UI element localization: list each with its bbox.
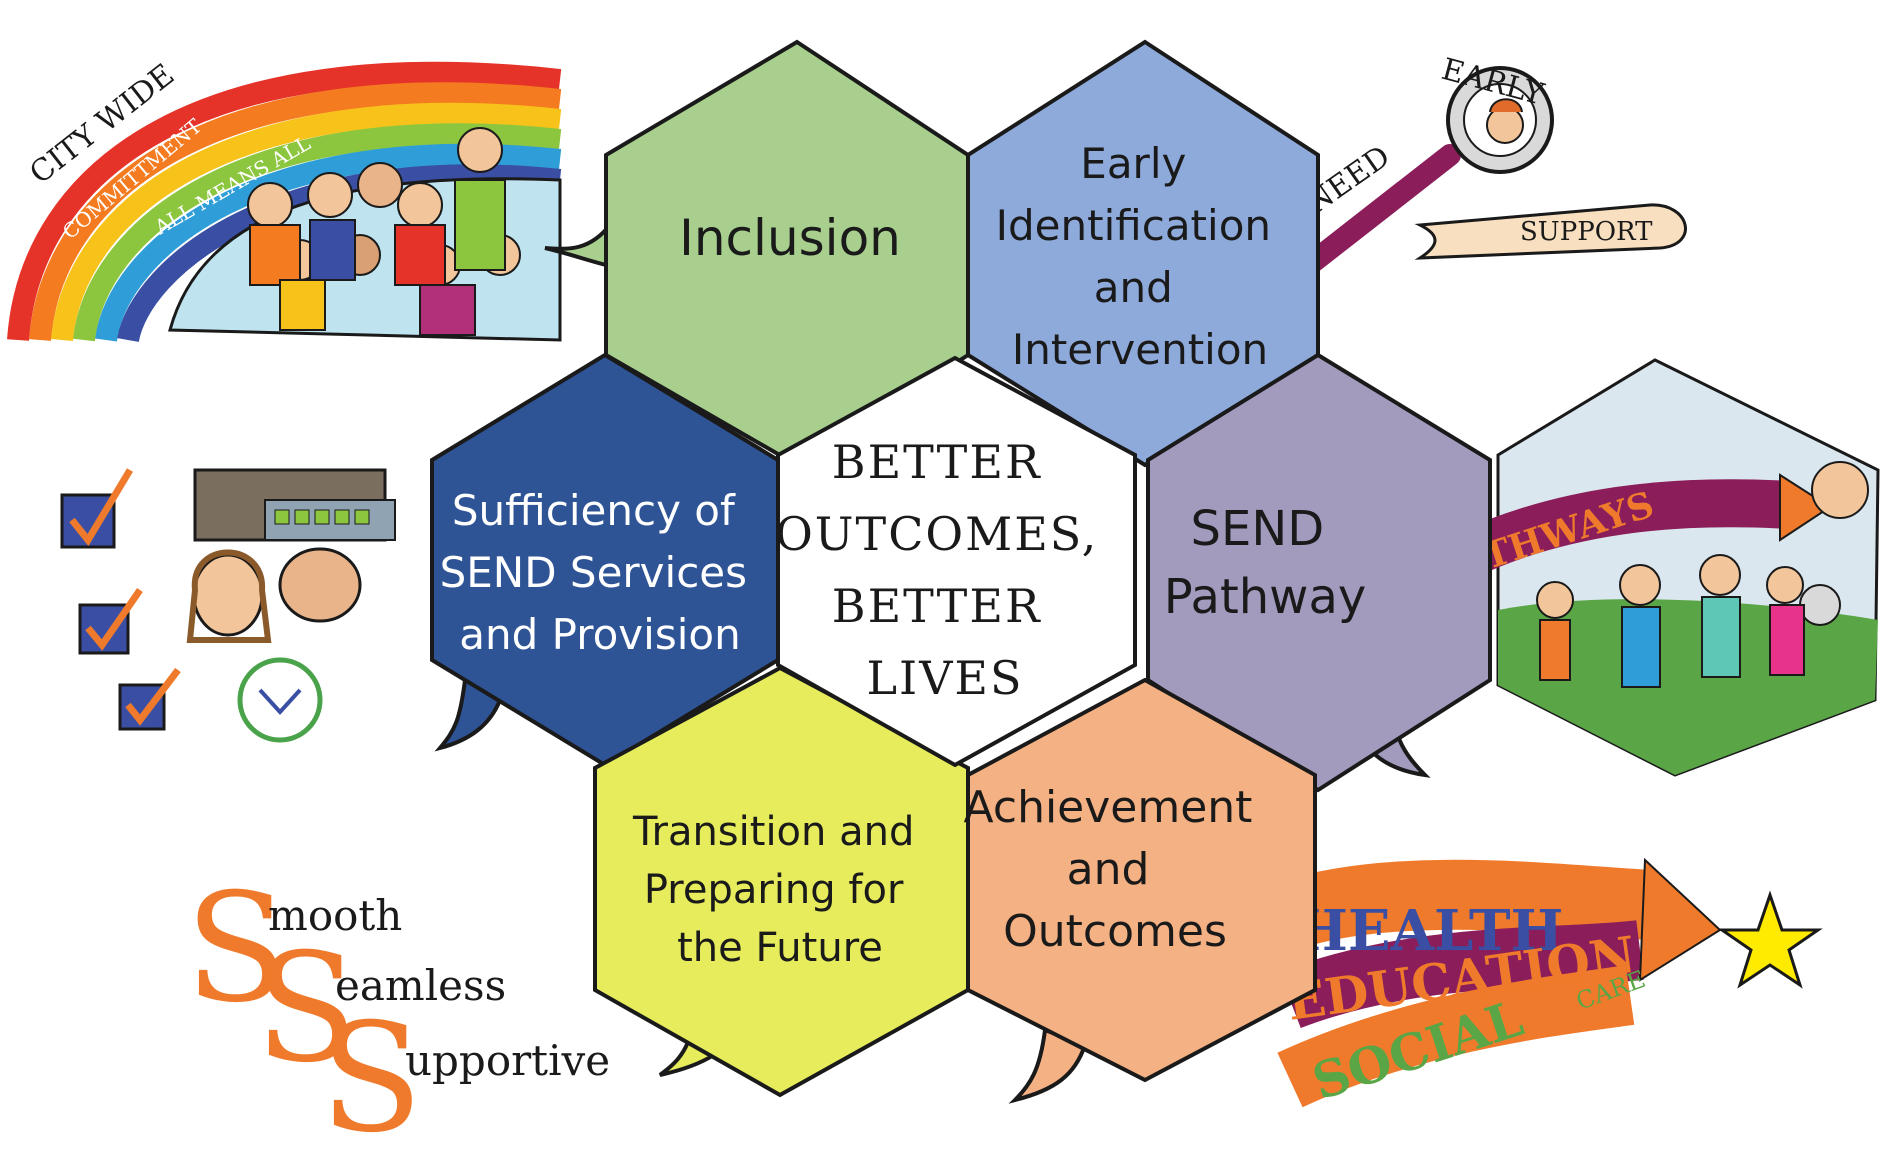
hex-inclusion-label: Inclusion: [679, 209, 901, 267]
supportive-s-initial: S: [320, 992, 423, 1166]
magnifier-illustration: EARLY NEED SUPPORT: [1269, 52, 1687, 295]
support-text: SUPPORT: [1520, 217, 1653, 247]
hex-achievement-shape: [966, 677, 1317, 1083]
hex-transition-shape: [593, 665, 970, 1098]
checkmark-icon: [85, 588, 143, 651]
hex-sufficiency-label: Sufficiency of SEND Services and Provisi…: [440, 486, 761, 659]
smooth-s-initial: S: [185, 862, 288, 1036]
arrow-head-icon: [1638, 857, 1722, 982]
hex-pathway-label: SEND Pathway: [1164, 501, 1367, 625]
health-education-social-arrow: HEALTH EDUCATION SOCIAL CARE: [1277, 857, 1823, 1111]
hex-early-label: Early Identification and Intervention: [996, 139, 1285, 374]
crowd-people-icon: [247, 127, 521, 336]
health-text: HEALTH: [1295, 898, 1563, 964]
hex-inclusion: Inclusion: [604, 39, 970, 468]
hex-send-pathway: SEND Pathway: [1146, 352, 1492, 793]
checkmark-icon: [125, 667, 181, 726]
hex-transition-label: Transition and Preparing for the Future: [632, 809, 927, 971]
smooth-seamless-supportive: S mooth S eamless S upportive: [185, 862, 610, 1166]
center-better-outcomes: BETTER OUTCOMES, BETTER LIVES: [775, 355, 1137, 768]
support-hand-icon: [1414, 203, 1687, 260]
supportive-text: upportive: [405, 1036, 610, 1085]
arrow-head-icon: [1779, 473, 1832, 542]
seamless-s-initial: S: [255, 922, 358, 1096]
people-celebrating-icon: [1536, 461, 1869, 688]
hex-sufficiency: Sufficiency of SEND Services and Provisi…: [430, 352, 780, 768]
center-hex-shape: [776, 355, 1137, 768]
hex-early-identification: Early Identification and Intervention: [966, 39, 1320, 468]
smooth-text: mooth: [268, 891, 402, 940]
hex-transition: Transition and Preparing for the Future: [593, 665, 970, 1098]
checkmark-icon: [69, 468, 134, 547]
seamless-text: eamless: [335, 961, 506, 1010]
school-building-icon: [193, 468, 396, 542]
hex-achievement-label: Achievement and Outcomes: [964, 782, 1267, 957]
faces-icon: [186, 547, 362, 643]
hex-pathway-shape: [1146, 352, 1492, 793]
clock-icon: [237, 657, 323, 743]
hex-early-shape: [966, 39, 1320, 468]
star-icon: [1717, 890, 1823, 989]
hex-achievement: Achievement and Outcomes: [964, 677, 1317, 1083]
rainbow-illustration: CITY WIDE COMMITTMENT ALL MEANS ALL: [7, 57, 562, 343]
checklist-illustration: [60, 468, 396, 743]
center-label: BETTER OUTCOMES, BETTER LIVES: [775, 435, 1115, 705]
